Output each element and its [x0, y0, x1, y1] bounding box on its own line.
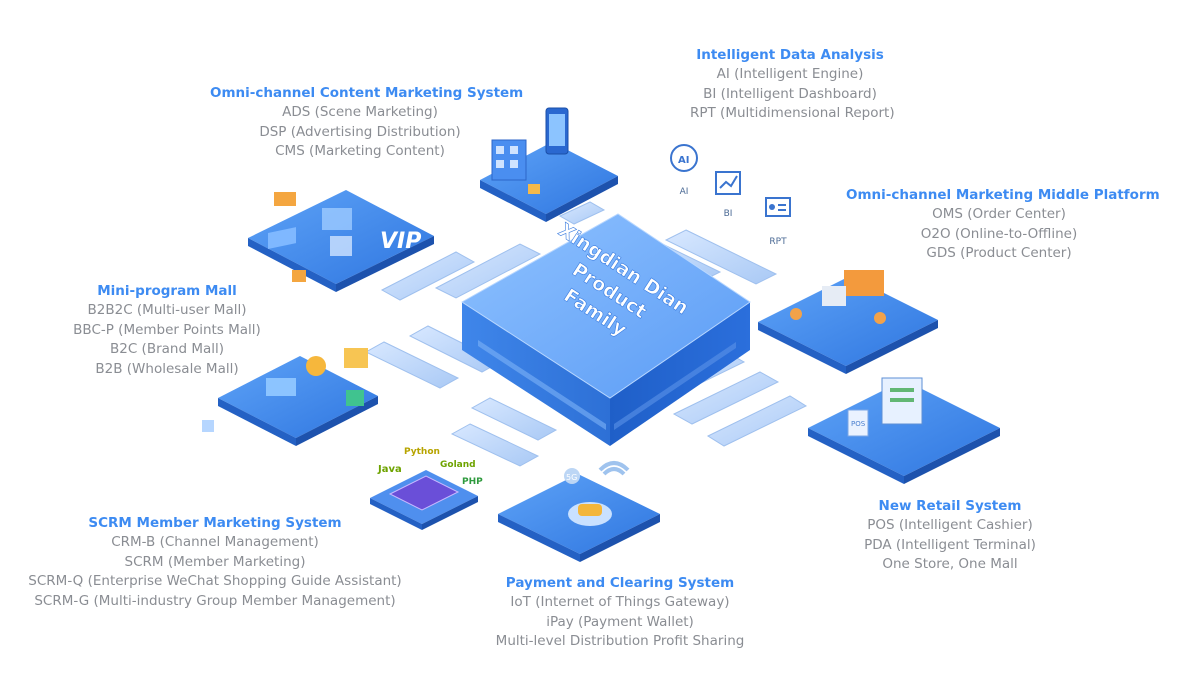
group-line: CRM-B (Channel Management)	[111, 534, 319, 550]
group-line: SCRM (Member Marketing)	[124, 553, 306, 570]
group-line: BI (Intelligent Dashboard)	[703, 85, 877, 102]
ticket-icon	[274, 192, 296, 206]
lang-php: PHP	[462, 477, 483, 487]
mall-platform	[202, 348, 378, 446]
lang-goland: Goland	[440, 460, 476, 470]
bi-icon-label: BI	[724, 209, 733, 219]
rpt-icon-label: RPT	[769, 237, 787, 247]
payment-platform: 5G	[498, 461, 660, 562]
retail-platform: POS	[808, 377, 1000, 484]
chip-icon	[388, 475, 460, 511]
strip	[706, 395, 808, 447]
truck-icon	[844, 270, 884, 296]
group-line: iPay (Payment Wallet)	[546, 613, 694, 630]
strip	[434, 243, 542, 299]
bi-icon	[715, 171, 741, 195]
group-line: DSP (Advertising Distribution)	[259, 123, 461, 140]
group-line: SCRM-G (Multi-industry Group Member Mana…	[34, 592, 396, 609]
group-new-retail: New Retail System POS (Intelligent Cashi…	[840, 497, 1060, 575]
group-line: One Store, One Mall	[882, 556, 1018, 572]
vip-label: VIP	[380, 229, 421, 254]
svg-text:AI: AI	[678, 155, 689, 166]
group-payment: Payment and Clearing System IoT (Interne…	[482, 574, 758, 652]
group-line: ADS (Scene Marketing)	[282, 104, 438, 120]
group-line: OMS (Order Center)	[932, 206, 1066, 222]
group-line: SCRM-Q (Enterprise WeChat Shopping Guide…	[28, 573, 402, 589]
group-title: Omni-channel Marketing Middle Platform	[846, 187, 1160, 203]
group-line: GDS (Product Center)	[926, 245, 1072, 261]
chip-platform: Python Java Goland PHP	[370, 447, 483, 530]
group-line: IoT (Internet of Things Gateway)	[510, 594, 730, 610]
group-line: Multi-level Distribution Profit Sharing	[495, 633, 745, 649]
group-scrm: SCRM Member Marketing System CRM-B (Chan…	[10, 514, 420, 611]
fiveg-label: 5G	[566, 473, 577, 482]
group-content-marketing: Omni-channel Content Marketing System AD…	[210, 84, 524, 162]
group-line: B2B (Wholesale Mall)	[95, 360, 239, 377]
car-icon	[578, 504, 602, 516]
group-data-analysis: Intelligent Data Analysis AI (Intelligen…	[690, 46, 895, 124]
strip	[364, 341, 460, 389]
group-title: Omni-channel Content Marketing System	[210, 85, 524, 101]
strip	[470, 397, 558, 441]
group-line: O2O (Online-to-Offline)	[920, 225, 1078, 242]
group-line: BBC-P (Member Points Mall)	[73, 321, 261, 338]
coin-icon	[306, 356, 326, 376]
pos-label: POS	[851, 420, 866, 428]
group-line: CMS (Marketing Content)	[275, 143, 445, 159]
ai-icon-label: AI	[680, 187, 689, 197]
lang-python: Python	[404, 447, 440, 457]
group-title: New Retail System	[878, 498, 1022, 514]
folder-icon	[344, 348, 368, 368]
strip	[664, 229, 778, 285]
strip	[672, 371, 780, 425]
group-title: SCRM Member Marketing System	[88, 515, 342, 531]
strip	[380, 251, 476, 301]
group-line: RPT (Multidimensional Report)	[690, 105, 895, 121]
logistics-platform	[758, 270, 938, 374]
group-title: Payment and Clearing System	[505, 575, 735, 591]
vip-platform: VIP	[248, 190, 434, 292]
group-mini-program: Mini-program Mall B2B2C (Multi-user Mall…	[52, 282, 282, 379]
group-line: POS (Intelligent Cashier)	[867, 517, 1033, 533]
group-middle-platform: Omni-channel Marketing Middle Platform O…	[846, 186, 1160, 264]
central-block: Xingdian Dian Product Family	[461, 213, 751, 446]
lang-java: Java	[377, 464, 402, 475]
group-line: AI (Intelligent Engine)	[716, 66, 864, 82]
strip	[450, 423, 540, 467]
group-line: B2C (Brand Mall)	[109, 341, 225, 357]
ai-icon: AI	[670, 144, 698, 172]
group-title: Mini-program Mall	[97, 283, 237, 299]
group-line: PDA (Intelligent Terminal)	[864, 536, 1036, 553]
wifi-icon	[598, 461, 630, 476]
strip	[558, 201, 606, 225]
group-line: B2B2C (Multi-user Mall)	[87, 302, 247, 318]
report-icon	[765, 197, 791, 217]
storefront-platform	[480, 107, 618, 222]
group-title: Intelligent Data Analysis	[696, 47, 884, 63]
